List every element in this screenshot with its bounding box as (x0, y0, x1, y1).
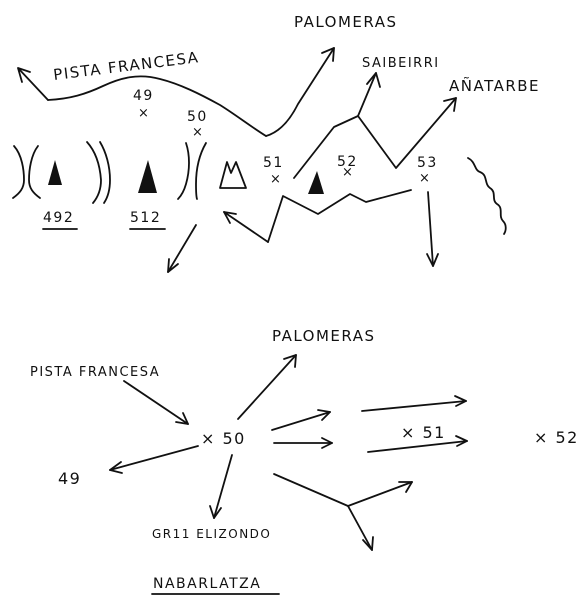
to-51-arrow-lower-arrowhead (455, 435, 468, 447)
map1-anatarbe-label: AÑATARBE (449, 76, 540, 95)
map1-point-51-marker: × (270, 172, 282, 187)
to-49-arrowhead (109, 461, 123, 474)
valley-symbol-2 (86, 141, 111, 204)
palomeras-arrowhead (321, 47, 335, 62)
saibeirri-track (357, 72, 377, 117)
map2-point-52-label: × 52 (534, 428, 579, 447)
map1-point-50-label: 50 (187, 109, 208, 125)
map2-palomeras-label: PALOMERAS (272, 327, 376, 345)
down-left-arrowhead (167, 258, 179, 273)
map1-point-49-marker: × (138, 106, 150, 121)
palomeras-track (265, 47, 335, 137)
to-palomeras-arrowhead (283, 354, 297, 368)
top-route-map: PISTA FRANCESA PALOMERAS 49 × 50 × 492 5… (12, 13, 540, 273)
map1-point-53-marker: × (419, 171, 431, 186)
to-51-arrow-upper (361, 400, 467, 412)
map1-point-49-label: 49 (133, 88, 154, 104)
to-51-arrow-lower (367, 440, 468, 453)
to-palomeras-arrow (237, 354, 297, 420)
map1-point-52-label: 52 (337, 154, 358, 170)
to-51-arrow-upper-arrowhead (454, 395, 467, 407)
map2-point-50-label: × 50 (201, 429, 246, 448)
down-left-arrow (167, 224, 197, 273)
rocky-peak-icon (219, 161, 247, 189)
map1-point-51-label: 51 (263, 155, 284, 171)
branch-up-arrowhead (398, 481, 413, 493)
map1-palomeras-label: PALOMERAS (294, 13, 398, 31)
peak-icon-near-52 (308, 171, 324, 194)
route-to-left-arrowhead (223, 211, 237, 224)
river-squiggle (467, 157, 507, 235)
down-arrow-53-arrowhead (426, 253, 439, 267)
anatarbe-arrowhead (443, 97, 457, 112)
right-arrow-lower-arrowhead (321, 437, 333, 449)
map1-point-53-label: 53 (417, 155, 438, 171)
map2-point-49-label: 49 (58, 469, 81, 488)
route-to-left-arrow (223, 211, 269, 243)
to-gr11-arrow (213, 454, 233, 519)
to-gr11-arrowhead (209, 505, 222, 519)
map2-gr11-elizondo-label: GR11 ELIZONDO (152, 527, 271, 541)
to-49-arrow (109, 445, 199, 471)
valley-symbol-1 (12, 145, 41, 199)
map2-pista-francesa-label: PISTA FRANCESA (30, 365, 160, 380)
map1-point-52-marker: × (342, 165, 354, 180)
valley-symbol-3 (177, 142, 207, 200)
map2-point-51-label: × 51 (401, 423, 446, 442)
branch-down-arrowhead (362, 536, 374, 551)
map1-point-50-marker: × (192, 125, 204, 140)
pista-francesa-arrowhead (17, 67, 49, 101)
saibeirri-ridge (293, 97, 457, 179)
pista-francesa-track (47, 75, 267, 137)
lower-zigzag-route (267, 189, 412, 243)
branch-route (273, 473, 349, 507)
pista-to-50-arrow (123, 380, 189, 425)
peak-492-label: 492 (43, 210, 74, 226)
saibeirri-arrowhead (366, 72, 381, 88)
peak-icon-512 (138, 160, 157, 193)
peak-icon-492 (48, 160, 62, 185)
right-arrow-upper (271, 411, 331, 431)
branch-up (347, 481, 413, 507)
bottom-route-map: PALOMERAS PISTA FRANCESA × 50 49 GR11 EL… (30, 327, 579, 595)
map1-saibeirri-label: SAIBEIRRI (362, 56, 440, 71)
peak-512-label: 512 (130, 210, 161, 226)
right-arrow-upper-arrowhead (317, 409, 331, 421)
down-arrow-53 (427, 191, 434, 267)
map2-nabarlatza-label: NABARLATZA (153, 576, 261, 592)
pista-to-50-arrowhead (175, 412, 189, 425)
branch-down (347, 505, 373, 551)
